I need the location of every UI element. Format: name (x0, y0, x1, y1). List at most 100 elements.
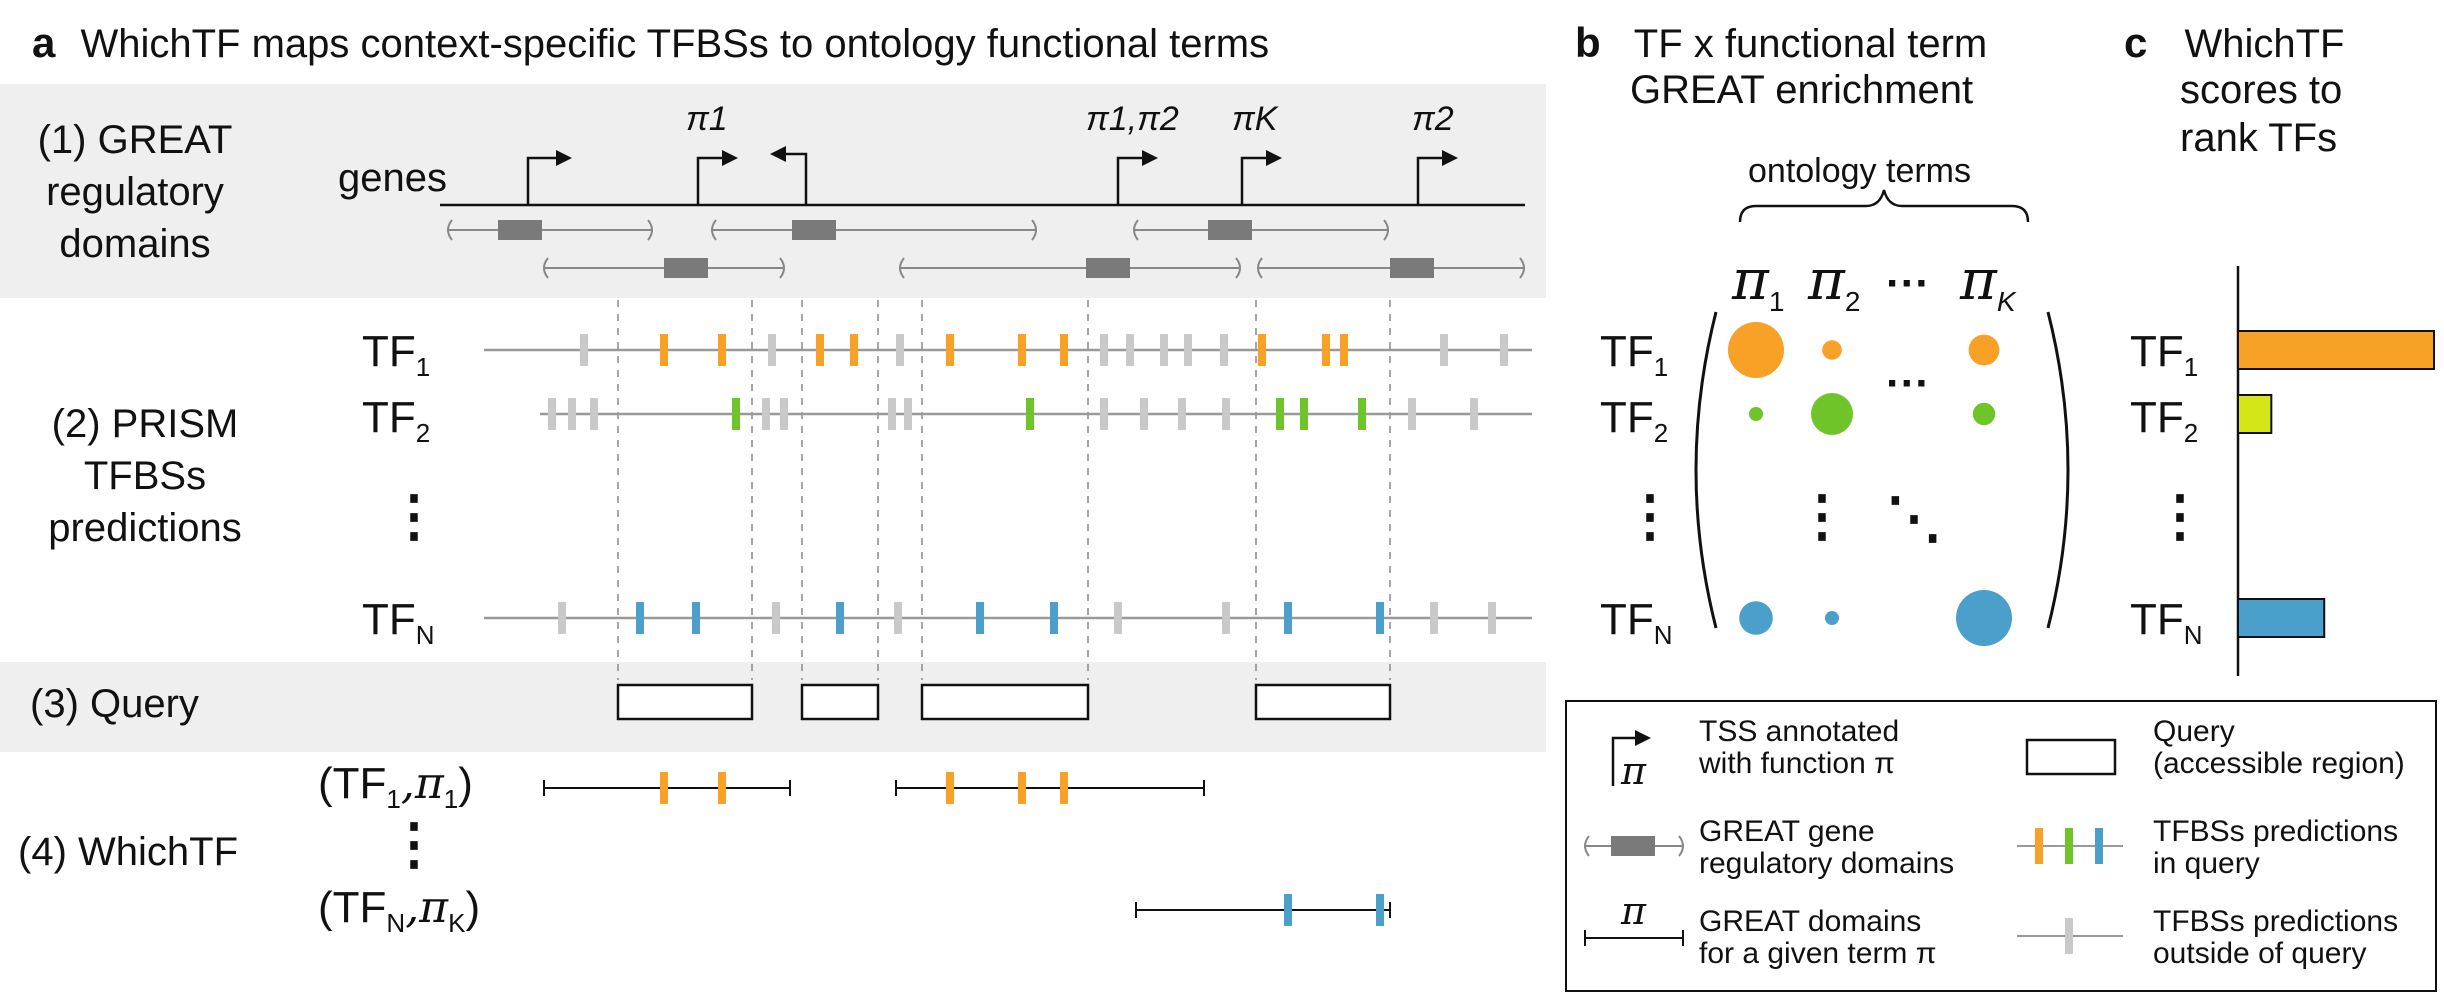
panel-c-title-line3: rank TFs (2180, 116, 2338, 160)
tf2-label-sub: 2 (415, 417, 431, 448)
panel-c-title-line1: WhichTF (2184, 22, 2345, 66)
legend-tss-icon (1611, 730, 1651, 786)
tfN-label: TFN (362, 598, 435, 648)
panel-b-title-line2: GREAT enrichment (1630, 68, 1974, 112)
tss-term-label-3: πK (1232, 100, 1279, 138)
tfN-label-base: TF (362, 595, 416, 644)
legend-term-text-line2: for a given term π (1699, 937, 1937, 970)
legend-in-query-icon (2017, 828, 2123, 864)
panel-b-letter: b (1575, 19, 1601, 66)
panel-c-title-line2: scores to (2180, 68, 2343, 112)
genes-label: genes (338, 156, 447, 200)
panel-a-title-text: WhichTF maps context-specific TFBSs to o… (80, 22, 1270, 66)
tss-arrow-1 (526, 150, 572, 205)
legend-icons (1584, 730, 2123, 954)
legend-domain-text-line1: GREAT gene (1699, 815, 1875, 848)
great-domains-band (0, 84, 1546, 298)
pair-first-mid: ,π (400, 758, 444, 809)
bar-vdots: ⋮ (2152, 484, 2208, 547)
panel-a-letter: a (32, 19, 56, 66)
panel-a-title: a WhichTF maps context-specific TFBSs to… (32, 19, 1270, 66)
bar-label-tfN-sub: N (2183, 619, 2203, 650)
tss-arrow-3-reverse (770, 146, 808, 205)
col-header-pi1: π1 (1732, 252, 1784, 316)
tss-term-label-2: π1,π2 (1086, 100, 1179, 138)
tss-arrow-2 (696, 150, 738, 205)
tss-term-label-4: π2 (1412, 100, 1454, 138)
bar-label-tfN-base: TF (2130, 595, 2184, 644)
legend-term-text-line1: GREAT domains (1699, 905, 1922, 938)
tss-term-label-1: π1 (686, 100, 728, 138)
pair-last-open: (TF (318, 883, 387, 932)
row1-label-line2: regulatory (46, 170, 224, 214)
matrix-row-vdots: ⋮ (1622, 484, 1678, 547)
panel-c-title: c WhichTF (2124, 19, 2345, 66)
tfN-label-sub: N (415, 619, 435, 650)
regulatory-domain-1 (447, 219, 653, 241)
legend-query-icon (2025, 738, 2117, 776)
bar-label-tfN: TFN (2130, 598, 2203, 648)
legend-domain-text-line2: regulatory domains (1699, 847, 1955, 880)
legend-query-text-line2: (accessible region) (2153, 747, 2405, 780)
whichtf-pair1-interval-a (543, 772, 791, 804)
col-header-piK: πK (1960, 252, 2016, 316)
pair-last-label: (TFN,πK) (318, 886, 480, 936)
legend-query-text-line1: Query (2153, 715, 2235, 748)
tf1-label: TF1 (362, 330, 430, 380)
legend-term-pi: π (1621, 889, 1646, 933)
col-header-pi2-base: π (1808, 248, 1845, 313)
legend-tss-text-line1: TSS annotated (1699, 715, 1900, 748)
ontology-brace-label: ontology terms (1748, 152, 1971, 190)
matrix-row-tf1: TF1 (1600, 330, 1668, 380)
matrix-inner-ddots: ⋱ (1886, 486, 1942, 549)
whichtf-pairN-interval (1135, 894, 1391, 926)
pair-first-label: (TF1,π1) (318, 762, 473, 812)
row2-label-line3: predictions (48, 506, 242, 550)
legend-domain-icon (1584, 835, 1684, 857)
matrix-row-tf2: TF2 (1600, 396, 1668, 446)
legend-in-query-text-line2: in query (2153, 847, 2260, 880)
tss-arrow-6 (1416, 150, 1458, 205)
pair-last-mid: ,π (405, 882, 449, 933)
legend-out-query-icon (2017, 918, 2123, 954)
tf2-ticks (548, 398, 1478, 430)
tfN-ticks (558, 602, 1496, 634)
bar-label-tf2-sub: 2 (2183, 417, 2199, 448)
matrix-row-tfN-sub: N (1653, 619, 1673, 650)
tss-arrow-4 (1116, 150, 1158, 205)
pair-first-open: (TF (318, 759, 387, 808)
matrix-row-tfN: TFN (1600, 598, 1673, 648)
pair-first-close: ) (458, 759, 473, 808)
legend-box: π π TSS annotated with function π GREAT … (1565, 700, 2437, 992)
tf2-label: TF2 (362, 396, 430, 446)
col-header-piK-sub: K (1996, 286, 2016, 318)
row2-label-line2: TFBSs (83, 454, 207, 498)
matrix-inner-hellipsis: ··· (1886, 359, 1930, 408)
pair-last-sub1: N (386, 907, 406, 938)
legend-out-query-text-line2: outside of query (2153, 937, 2367, 970)
pair-first-sub1: 1 (386, 783, 401, 814)
query-guide-lines (617, 300, 1391, 680)
matrix-row-tf2-sub: 2 (1653, 417, 1669, 448)
col-header-pi1-sub: 1 (1768, 286, 1785, 318)
bar-label-tf1-base: TF (2130, 327, 2184, 376)
col-header-ellipsis: ··· (1886, 259, 1930, 308)
matrix-row-tf1-base: TF (1600, 327, 1654, 376)
matrix-row-tf2-base: TF (1600, 393, 1654, 442)
row1-label-line3: domains (59, 222, 211, 266)
row1-label-line1: (1) GREAT (37, 118, 233, 162)
col-header-pi2-sub: 2 (1844, 286, 1861, 318)
pair-vdots: ⋮ (386, 812, 442, 875)
pair-first-sub2: 1 (443, 783, 459, 814)
bar-label-tf2: TF2 (2130, 396, 2198, 446)
bar-label-tf1: TF1 (2130, 330, 2198, 380)
panel-c-letter: c (2124, 19, 2148, 66)
pair-last-sub2: K (448, 907, 466, 938)
bar-label-tf1-sub: 1 (2183, 351, 2199, 382)
whichtf-pair1-interval-b (895, 772, 1205, 804)
legend-in-query-text-line1: TFBSs predictions (2153, 815, 2399, 848)
col-header-pi2: π2 (1808, 252, 1860, 316)
regulatory-domain-4 (543, 257, 785, 279)
regulatory-domain-2 (711, 219, 1037, 241)
